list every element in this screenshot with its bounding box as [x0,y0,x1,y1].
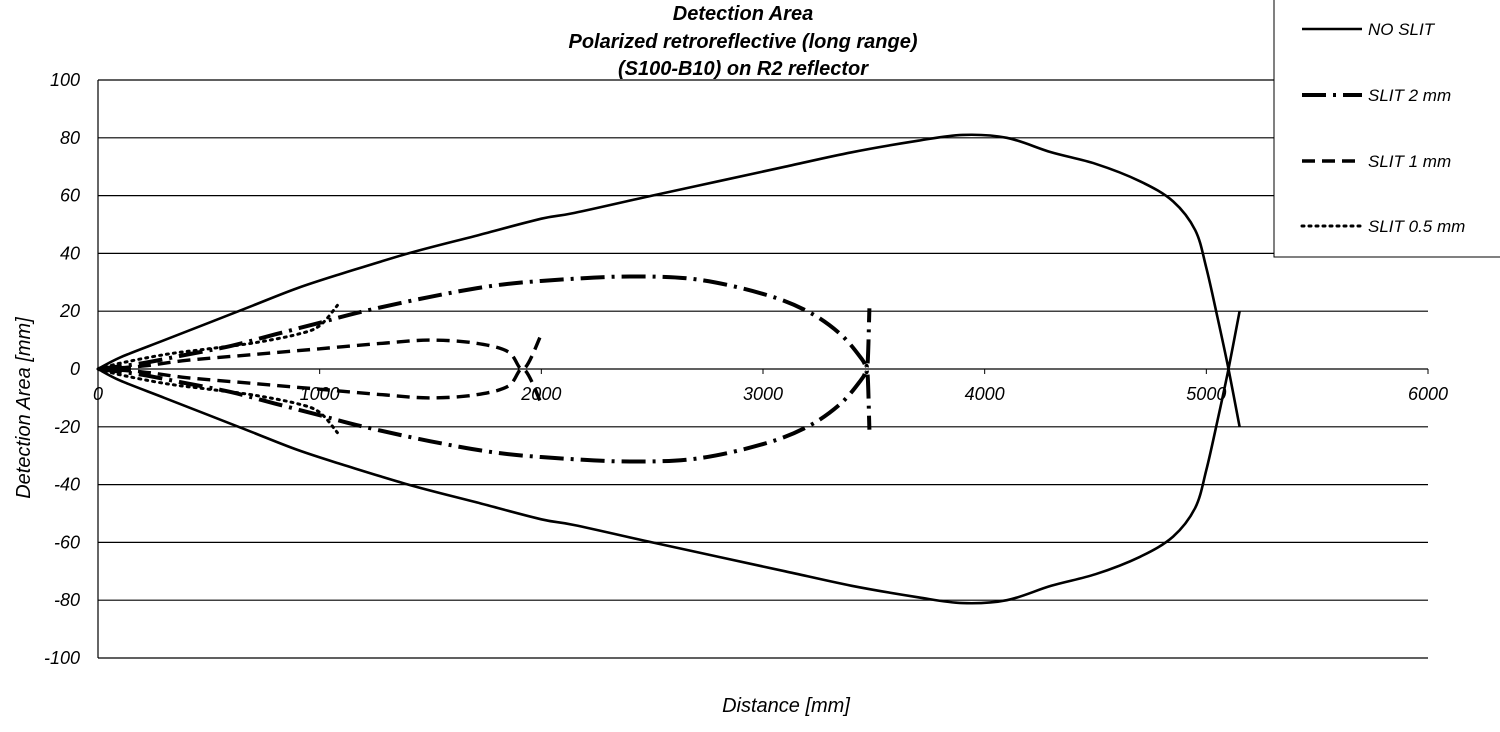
chart-title-line-3: (S100-B10) on R2 reflector [618,58,869,80]
y-tick-label: 100 [50,70,80,90]
y-tick-label: -60 [54,532,80,552]
y-tick-label: 40 [60,243,80,263]
x-tick-label: 2000 [520,384,561,404]
x-tick-label: 5000 [1186,384,1226,404]
legend-label: NO SLIT [1368,20,1436,39]
legend-label: SLIT 1 mm [1368,152,1451,171]
x-tick-label: 4000 [965,384,1005,404]
series-line-slit-0-5-mm-upper [96,303,339,371]
legend-label: SLIT 0.5 mm [1368,217,1465,236]
series-lines [96,133,1241,605]
chart-title: Detection Area Polarized retroreflective… [569,3,918,80]
y-tick-label: 20 [59,301,80,321]
series-line-slit-2-mm-lower [97,363,872,464]
series-line-slit-2-mm-upper [97,274,872,375]
y-axis-label: Detection Area [mm] [13,317,35,499]
x-tick-label: 6000 [1408,384,1448,404]
x-axis-label: Distance [mm] [722,695,850,717]
y-tick-label: -40 [54,475,80,495]
legend: NO SLIT SLIT 2 mm SLIT 1 mm SLIT 0.5 mm [1273,0,1500,258]
x-tick-label: 3000 [743,384,783,404]
series-line-no-slit-upper [97,133,1241,428]
series-line-no-slit-lower [97,310,1241,605]
series-line-slit-1-mm-lower [97,367,543,405]
y-tick-label: -80 [54,590,80,610]
legend-label: SLIT 2 mm [1368,86,1451,105]
y-axis-ticks: 100 80 60 40 20 0 -20 -40 -60 -80 -100 [44,70,80,668]
chart-title-line-2: Polarized retroreflective (long range) [569,31,918,53]
y-tick-label: -100 [44,648,80,668]
x-tick-label: 0 [93,384,103,404]
y-tick-label: 80 [60,128,80,148]
y-tick-label: 60 [60,186,80,206]
y-tick-label: -20 [54,417,80,437]
series-line-slit-1-mm-upper [97,333,543,371]
chart-title-line-1: Detection Area [673,3,813,25]
legend-box [1273,0,1500,258]
y-tick-label: 0 [70,359,80,379]
series-line-slit-0-5-mm-lower [96,367,339,435]
